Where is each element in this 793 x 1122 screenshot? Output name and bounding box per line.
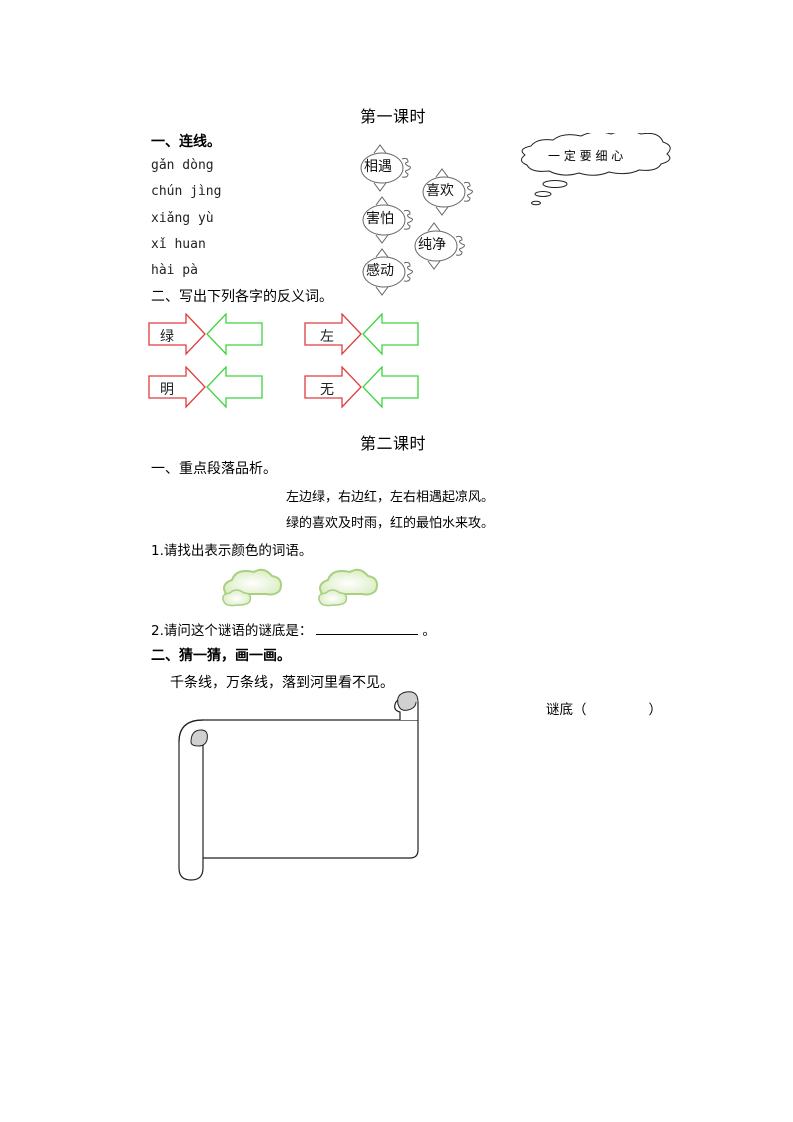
red-arrow-right-icon bbox=[304, 365, 362, 409]
question-2-text: 2.请问这个谜语的谜底是： bbox=[151, 623, 313, 639]
green-arrow-left-icon bbox=[206, 365, 263, 409]
fish-icon bbox=[414, 222, 465, 270]
fish-word-card[interactable]: 感动 bbox=[360, 247, 422, 297]
fish-icon bbox=[422, 168, 473, 216]
drawing-scroll[interactable] bbox=[175, 690, 435, 894]
answer-slot[interactable] bbox=[384, 324, 416, 344]
fish-word-card[interactable]: 喜欢 bbox=[420, 167, 482, 217]
question-1: 1.请找出表示颜色的词语。 bbox=[151, 543, 313, 559]
given-character: 无 bbox=[320, 382, 334, 398]
fish-word-card[interactable]: 纯净 bbox=[412, 221, 474, 271]
antonym-pair: 左 bbox=[304, 312, 422, 361]
cloud-icon bbox=[318, 568, 378, 607]
answer-slot[interactable] bbox=[228, 377, 260, 397]
red-arrow-right-icon bbox=[148, 312, 206, 356]
red-arrow-right-icon bbox=[304, 312, 362, 356]
lesson1-title: 第一课时 bbox=[360, 107, 427, 126]
given-character: 左 bbox=[320, 329, 334, 345]
cloud-icon bbox=[222, 568, 282, 607]
lesson2-title: 第二课时 bbox=[360, 434, 427, 453]
poem-line: 左边绿，右边红，左右相遇起凉风。 bbox=[286, 490, 495, 505]
pinyin-item: xǐ huan bbox=[151, 237, 206, 252]
riddle-answer-open: 谜底（ bbox=[546, 702, 587, 718]
bubble-text: 一 定 要 细 心 bbox=[548, 149, 624, 163]
answer-slot[interactable] bbox=[228, 324, 260, 344]
fish-icon bbox=[360, 144, 411, 192]
given-character: 明 bbox=[160, 382, 174, 398]
answer-cloud[interactable] bbox=[314, 566, 380, 614]
antonym-pair: 无 bbox=[304, 365, 422, 414]
riddle-text: 千条线，万条线，落到河里看不见。 bbox=[170, 675, 394, 691]
section-heading-analysis: 一、重点段落品析。 bbox=[151, 461, 277, 477]
section-heading-guess-draw: 二、猜一猜，画一画。 bbox=[151, 648, 291, 664]
section-heading-matching: 一、连线。 bbox=[151, 134, 221, 150]
antonym-pair: 绿 bbox=[148, 312, 266, 361]
fish-icon bbox=[362, 196, 413, 244]
fish-word: 喜欢 bbox=[426, 183, 454, 199]
antonym-pair: 明 bbox=[148, 365, 266, 414]
fish-word-card[interactable]: 相遇 bbox=[358, 143, 420, 193]
question-2: 2.请问这个谜语的谜底是： 。 bbox=[151, 619, 436, 639]
poem-line: 绿的喜欢及时雨，红的最怕水来攻。 bbox=[286, 516, 495, 531]
green-arrow-left-icon bbox=[362, 365, 419, 409]
question-2-end: 。 bbox=[422, 623, 436, 639]
cloud-icon bbox=[521, 130, 671, 206]
fish-word: 纯净 bbox=[418, 237, 446, 253]
fish-word-card[interactable]: 害怕 bbox=[360, 195, 422, 245]
riddle-answer-close: ） bbox=[648, 702, 663, 718]
green-arrow-left-icon bbox=[206, 312, 263, 356]
answer-slot[interactable] bbox=[384, 377, 416, 397]
pinyin-item: hài pà bbox=[151, 263, 198, 278]
fish-word: 感动 bbox=[366, 263, 394, 279]
pinyin-item: chún jìng bbox=[151, 184, 222, 199]
pinyin-item: xiǎng yù bbox=[151, 211, 214, 226]
fish-word: 相遇 bbox=[364, 159, 392, 175]
fish-word: 害怕 bbox=[366, 211, 394, 227]
fish-icon bbox=[362, 248, 413, 296]
green-arrow-left-icon bbox=[362, 312, 419, 356]
section-heading-antonyms: 二、写出下列各字的反义词。 bbox=[151, 289, 333, 305]
pinyin-item: gǎn dòng bbox=[151, 158, 214, 173]
answer-cloud[interactable] bbox=[218, 566, 284, 614]
scroll-icon bbox=[178, 691, 419, 881]
thought-bubble: 一 定 要 细 心 bbox=[513, 130, 683, 213]
answer-blank[interactable] bbox=[316, 620, 419, 635]
given-character: 绿 bbox=[160, 329, 174, 345]
red-arrow-right-icon bbox=[148, 365, 206, 409]
riddle-answer-label: 谜底（ ） bbox=[546, 698, 662, 718]
